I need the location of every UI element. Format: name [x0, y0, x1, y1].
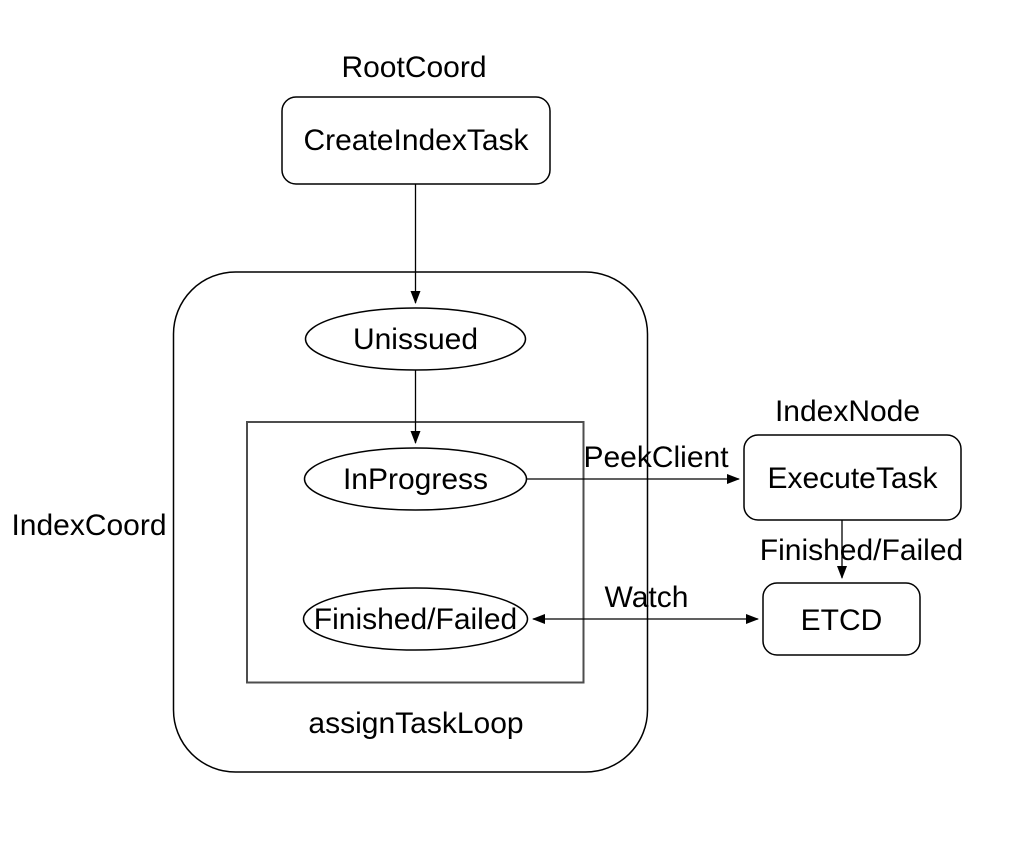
assign-task-loop-label: assignTaskLoop: [308, 707, 523, 740]
in-progress-state: [303, 447, 528, 511]
etcd-label: ETCD: [801, 604, 883, 637]
finished-failed-state: [302, 587, 529, 651]
execute-task-label: ExecuteTask: [767, 462, 938, 495]
finished-failed-label: Finished/Failed: [314, 603, 517, 636]
watch-edge-label: Watch: [605, 581, 689, 614]
index-coord-label: IndexCoord: [11, 509, 166, 542]
unissued-label: Unissued: [353, 323, 478, 356]
index-node-label: IndexNode: [775, 395, 920, 428]
root-coord-label: RootCoord: [341, 51, 486, 84]
unissued-state: [304, 307, 527, 371]
peek-client-edge-label: PeekClient: [583, 441, 729, 474]
create-index-task-label: CreateIndexTask: [303, 124, 529, 157]
etcd-node: [762, 582, 921, 656]
finished-failed-edge-label: Finished/Failed: [760, 534, 963, 567]
create-index-task-node: [281, 96, 551, 185]
index-coord-container: [172, 271, 649, 773]
in-progress-label: InProgress: [343, 463, 488, 496]
execute-task-node: [743, 434, 962, 521]
